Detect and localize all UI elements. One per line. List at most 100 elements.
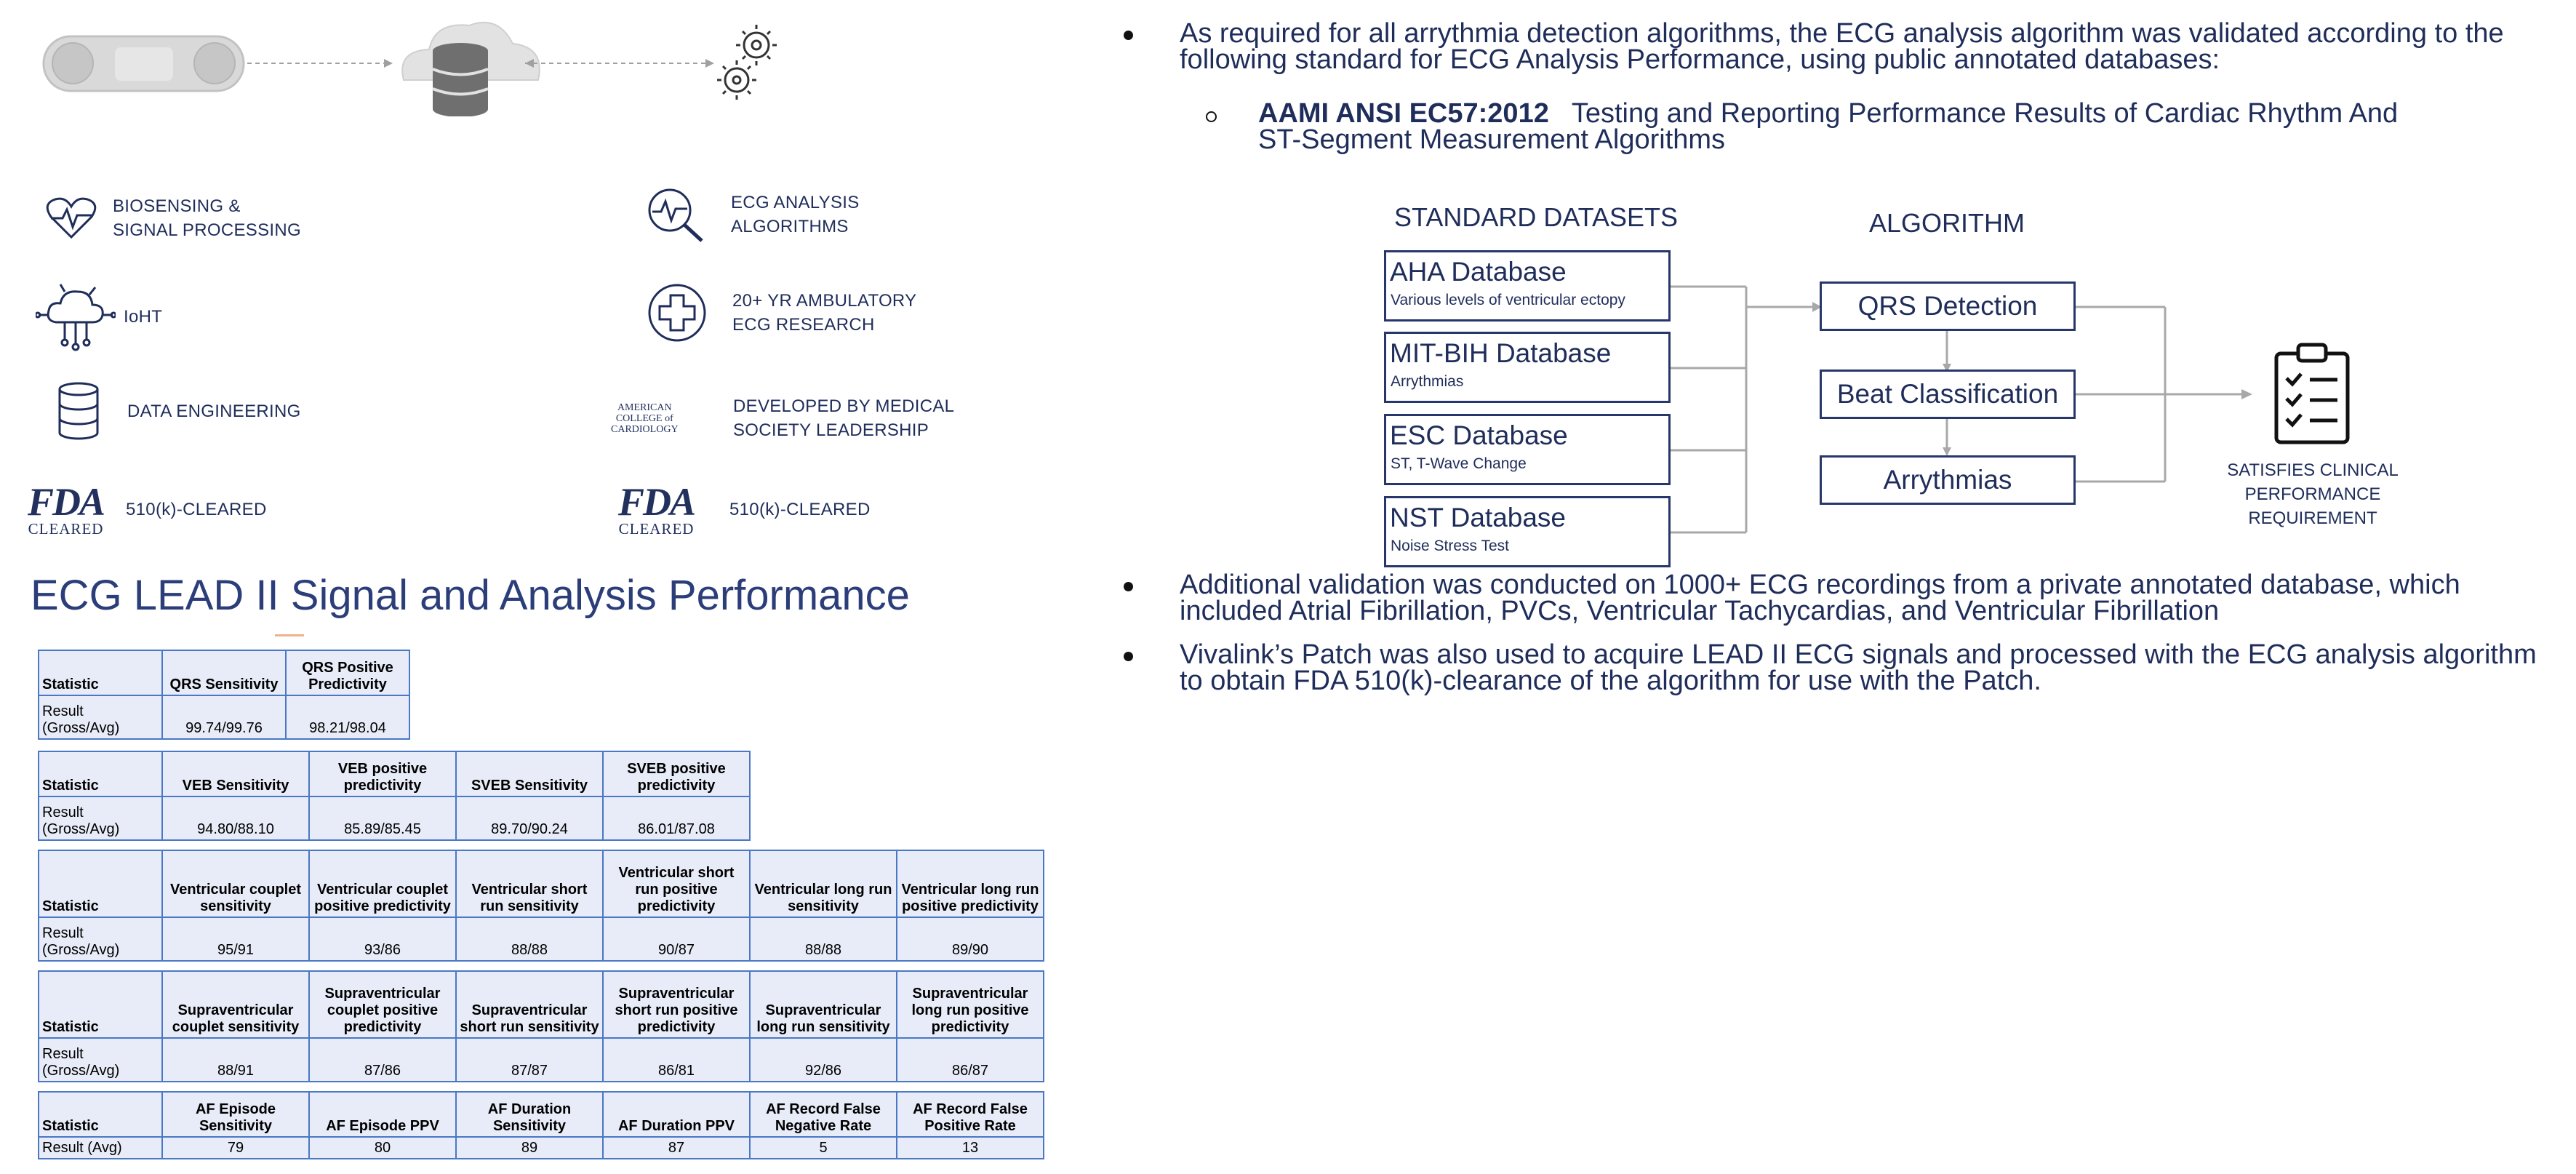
feature-label: DATA ENGINEERING bbox=[127, 401, 301, 421]
page-title: ECG LEAD II Signal and Analysis Performa… bbox=[31, 572, 910, 619]
table-header: Ventricular short run positive predictiv… bbox=[602, 850, 751, 918]
table-cell: 86/81 bbox=[602, 1037, 751, 1082]
table-cell: 95/91 bbox=[161, 917, 310, 962]
table-cell: 98.21/98.04 bbox=[285, 695, 410, 740]
table-header: Supraventricular couplet positive predic… bbox=[308, 970, 457, 1039]
table-cell: 86.01/87.08 bbox=[602, 796, 751, 841]
table-header: Supraventricular short run positive pred… bbox=[602, 970, 751, 1039]
table-header: AF Episode Sensitivity bbox=[161, 1091, 310, 1138]
cloud-network-icon bbox=[28, 284, 124, 351]
table-cell: 93/86 bbox=[308, 917, 457, 962]
table-cell: 87 bbox=[602, 1136, 751, 1159]
feature-label: 510(k)-CLEARED bbox=[729, 499, 871, 519]
table-header: Ventricular couplet positive predictivit… bbox=[308, 850, 457, 918]
medical-cross-icon bbox=[622, 280, 732, 346]
feature-ecg-analysis: ECG ANALYSIS ALGORITHMS bbox=[622, 182, 860, 247]
table-header: VEB Sensitivity bbox=[161, 751, 310, 797]
table-header: Statistic bbox=[38, 650, 163, 696]
table-header: AF Duration PPV bbox=[602, 1091, 751, 1138]
feature-label: 20+ YR AMBULATORY ECG RESEARCH bbox=[732, 291, 917, 335]
table-header: VEB positive predictivity bbox=[308, 751, 457, 797]
heart-pulse-icon bbox=[29, 185, 113, 251]
table-cell: 87/86 bbox=[308, 1037, 457, 1082]
table-header: Supraventricular long run sensitivity bbox=[749, 970, 897, 1039]
table-cell: 87/87 bbox=[455, 1037, 604, 1082]
table-cell: 88/88 bbox=[455, 917, 604, 962]
qrs-performance-table: Statistic QRS Sensitivity QRS Positive P… bbox=[38, 650, 410, 740]
row-label: Result (Gross/Avg) bbox=[38, 796, 163, 841]
table-header: SVEB Sensitivity bbox=[455, 751, 604, 797]
table-header: Supraventricular short run sensitivity bbox=[455, 970, 604, 1039]
bullet-fda-clearance: Vivalink’s Patch was also used to acquir… bbox=[1180, 639, 2537, 696]
feature-label: 510(k)-CLEARED bbox=[126, 499, 267, 519]
veb-sveb-performance-table: Statistic VEB Sensitivity VEB positive p… bbox=[38, 751, 751, 841]
dataset-name: NST Database bbox=[1390, 503, 1566, 532]
table-header: Ventricular long run positive predictivi… bbox=[896, 850, 1044, 918]
clipboard-checklist-icon bbox=[2274, 343, 2350, 444]
algorithm-step-qrs: QRS Detection bbox=[1820, 281, 2076, 331]
algorithm-step-beat: Beat Classification bbox=[1820, 370, 2076, 419]
datasets-header: STANDARD DATASETS bbox=[1394, 202, 1679, 232]
sub-bullet-dot bbox=[1206, 111, 1217, 122]
table-cell: 5 bbox=[749, 1136, 897, 1159]
dataset-box-nst: NST Database Noise Stress Test bbox=[1384, 496, 1671, 567]
magnifier-ecg-icon bbox=[622, 182, 731, 247]
table-header: AF Record False Positive Rate bbox=[896, 1091, 1044, 1138]
dataset-name: AHA Database bbox=[1390, 257, 1567, 287]
row-label: Result (Gross/Avg) bbox=[38, 1037, 163, 1082]
standard-name: AAMI ANSI EC57:2012 bbox=[1258, 98, 1549, 129]
table-cell: 86/87 bbox=[896, 1037, 1044, 1082]
row-label: Result (Avg) bbox=[38, 1136, 163, 1159]
table-cell: 13 bbox=[896, 1136, 1044, 1159]
row-label: Result (Gross/Avg) bbox=[38, 695, 163, 740]
dataset-description: ST, T-Wave Change bbox=[1391, 455, 1527, 472]
dataset-box-aha: AHA Database Various levels of ventricul… bbox=[1384, 250, 1671, 322]
dataset-box-esc: ESC Database ST, T-Wave Change bbox=[1384, 414, 1671, 485]
algorithm-step-label: QRS Detection bbox=[1857, 291, 2038, 321]
table-cell: 89 bbox=[455, 1136, 604, 1159]
table-header: AF Episode PPV bbox=[308, 1091, 457, 1138]
cloud-database-icon bbox=[401, 22, 540, 116]
table-cell: 94.80/88.10 bbox=[161, 796, 310, 841]
table-cell: 88/91 bbox=[161, 1037, 310, 1082]
table-cell: 99.74/99.76 bbox=[161, 695, 287, 740]
feature-ambulatory-research: 20+ YR AMBULATORY ECG RESEARCH bbox=[622, 280, 916, 346]
table-header: Ventricular short run sensitivity bbox=[455, 850, 604, 918]
algorithm-step-arrythmias: Arrythmias bbox=[1820, 455, 2076, 505]
bullet-dot bbox=[1124, 582, 1133, 591]
table-header: Statistic bbox=[38, 751, 163, 797]
algorithm-step-label: Beat Classification bbox=[1836, 379, 2059, 409]
bullet-standard: As required for all arrythmia detection … bbox=[1180, 18, 2504, 75]
table-header: Supraventricular couplet sensitivity bbox=[161, 970, 310, 1039]
bullet-dot bbox=[1124, 31, 1133, 40]
feature-biosensing: BIOSENSING & SIGNAL PROCESSING bbox=[29, 185, 301, 251]
ventricular-performance-table: Statistic Ventricular couplet sensitivit… bbox=[38, 850, 1044, 962]
algorithm-header: ALGORITHM bbox=[1869, 208, 2025, 238]
acc-logo: AMERICAN COLLEGE of CARDIOLOGY bbox=[611, 402, 679, 435]
patch-device-icon bbox=[42, 35, 245, 92]
table-cell: 79 bbox=[161, 1136, 310, 1159]
dataset-name: MIT-BIH Database bbox=[1390, 338, 1612, 368]
table-cell: 90/87 bbox=[602, 917, 751, 962]
title-accent-line bbox=[275, 634, 304, 636]
table-header: Statistic bbox=[38, 1091, 163, 1138]
feature-ioht: IoHT bbox=[28, 284, 163, 351]
af-performance-table: Statistic AF Episode Sensitivity AF Epis… bbox=[38, 1091, 1044, 1159]
dataset-box-mitbih: MIT-BIH Database Arrythmias bbox=[1384, 332, 1671, 403]
supraventricular-performance-table: Statistic Supraventricular couplet sensi… bbox=[38, 970, 1044, 1082]
dataset-description: Arrythmias bbox=[1391, 373, 1464, 390]
feature-label: BIOSENSING & SIGNAL PROCESSING bbox=[113, 196, 301, 240]
table-header: SVEB positive predictivity bbox=[602, 751, 751, 797]
table-cell: 92/86 bbox=[749, 1037, 897, 1082]
dataset-description: Noise Stress Test bbox=[1391, 538, 1510, 554]
bullet-dot bbox=[1124, 652, 1133, 661]
table-header: QRS Sensitivity bbox=[161, 650, 287, 696]
standard-description: Testing and Reporting Performance Result… bbox=[1258, 98, 2399, 155]
algorithm-step-label: Arrythmias bbox=[1883, 465, 2012, 495]
feature-label: IoHT bbox=[124, 306, 163, 327]
table-header: Ventricular long run sensitivity bbox=[749, 850, 897, 918]
flow-connectors bbox=[1671, 285, 2252, 534]
